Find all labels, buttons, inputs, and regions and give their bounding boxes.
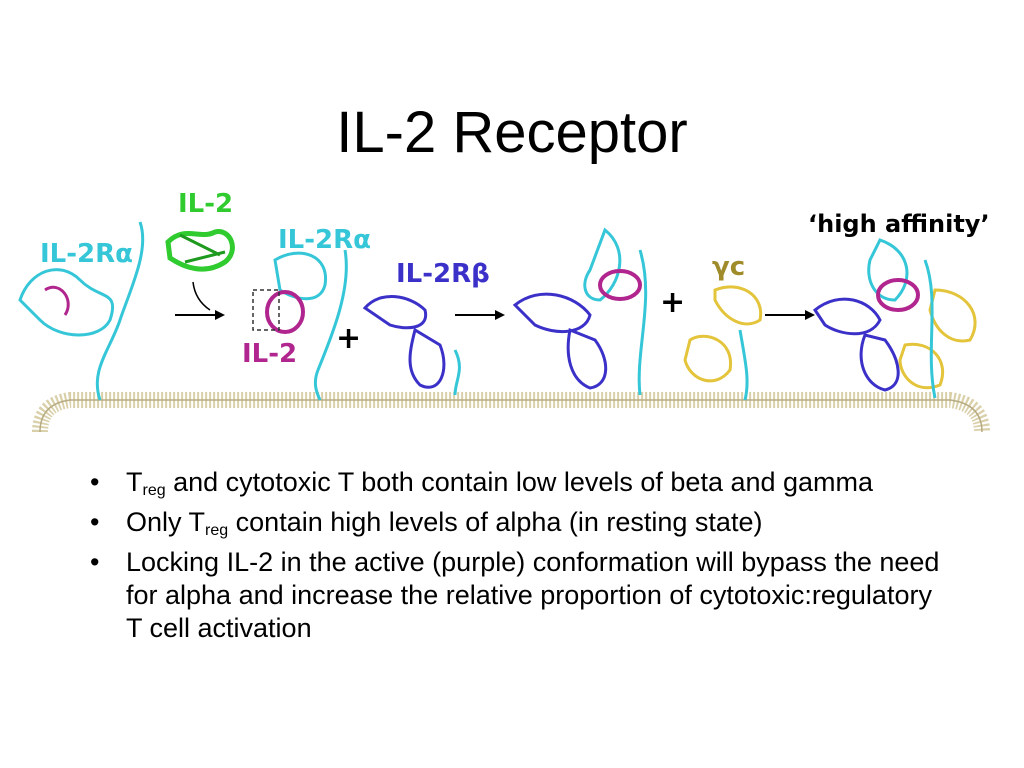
cell-membrane bbox=[32, 392, 990, 433]
arrow-1-head bbox=[215, 310, 225, 320]
bullet-item: Only Treg contain high levels of alpha (… bbox=[84, 506, 944, 539]
il2rb-structure bbox=[362, 294, 461, 396]
bullet-list: Treg and cytotoxic T both contain low le… bbox=[84, 466, 944, 652]
high-affinity-complex bbox=[812, 238, 977, 399]
gamma-c-label: γc bbox=[712, 252, 745, 282]
il2-label-bound: IL-2 bbox=[242, 339, 297, 369]
il2ra-label-mid: IL-2Rα bbox=[278, 225, 371, 255]
arrow-3-head bbox=[805, 310, 815, 320]
il2-receptor-diagram: IL-2Rα IL-2 IL-2Rα IL-2 + IL-2Rβ + bbox=[18, 189, 990, 433]
slide-title: IL-2 Receptor bbox=[336, 100, 688, 165]
il2ra-structure-left bbox=[18, 221, 145, 401]
plus-sign-1: + bbox=[336, 321, 361, 356]
il2-green-structure bbox=[165, 229, 235, 272]
bullet-item: Treg and cytotoxic T both contain low le… bbox=[84, 466, 944, 499]
high-affinity-label: ‘high affinity’ bbox=[808, 210, 990, 238]
plus-sign-2: + bbox=[660, 285, 685, 320]
gamma-c-structure bbox=[683, 285, 763, 401]
il2-label-top: IL-2 bbox=[178, 189, 233, 219]
bullet-item: Locking IL-2 in the active (purple) conf… bbox=[84, 546, 944, 645]
il2rb-label: IL-2Rβ bbox=[396, 259, 490, 289]
il2ra-il2-complex bbox=[252, 249, 348, 401]
bend-arrow bbox=[192, 281, 211, 311]
intermediate-complex bbox=[512, 227, 648, 396]
arrow-2-head bbox=[495, 310, 505, 320]
il2ra-label-left: IL-2Rα bbox=[40, 239, 133, 269]
